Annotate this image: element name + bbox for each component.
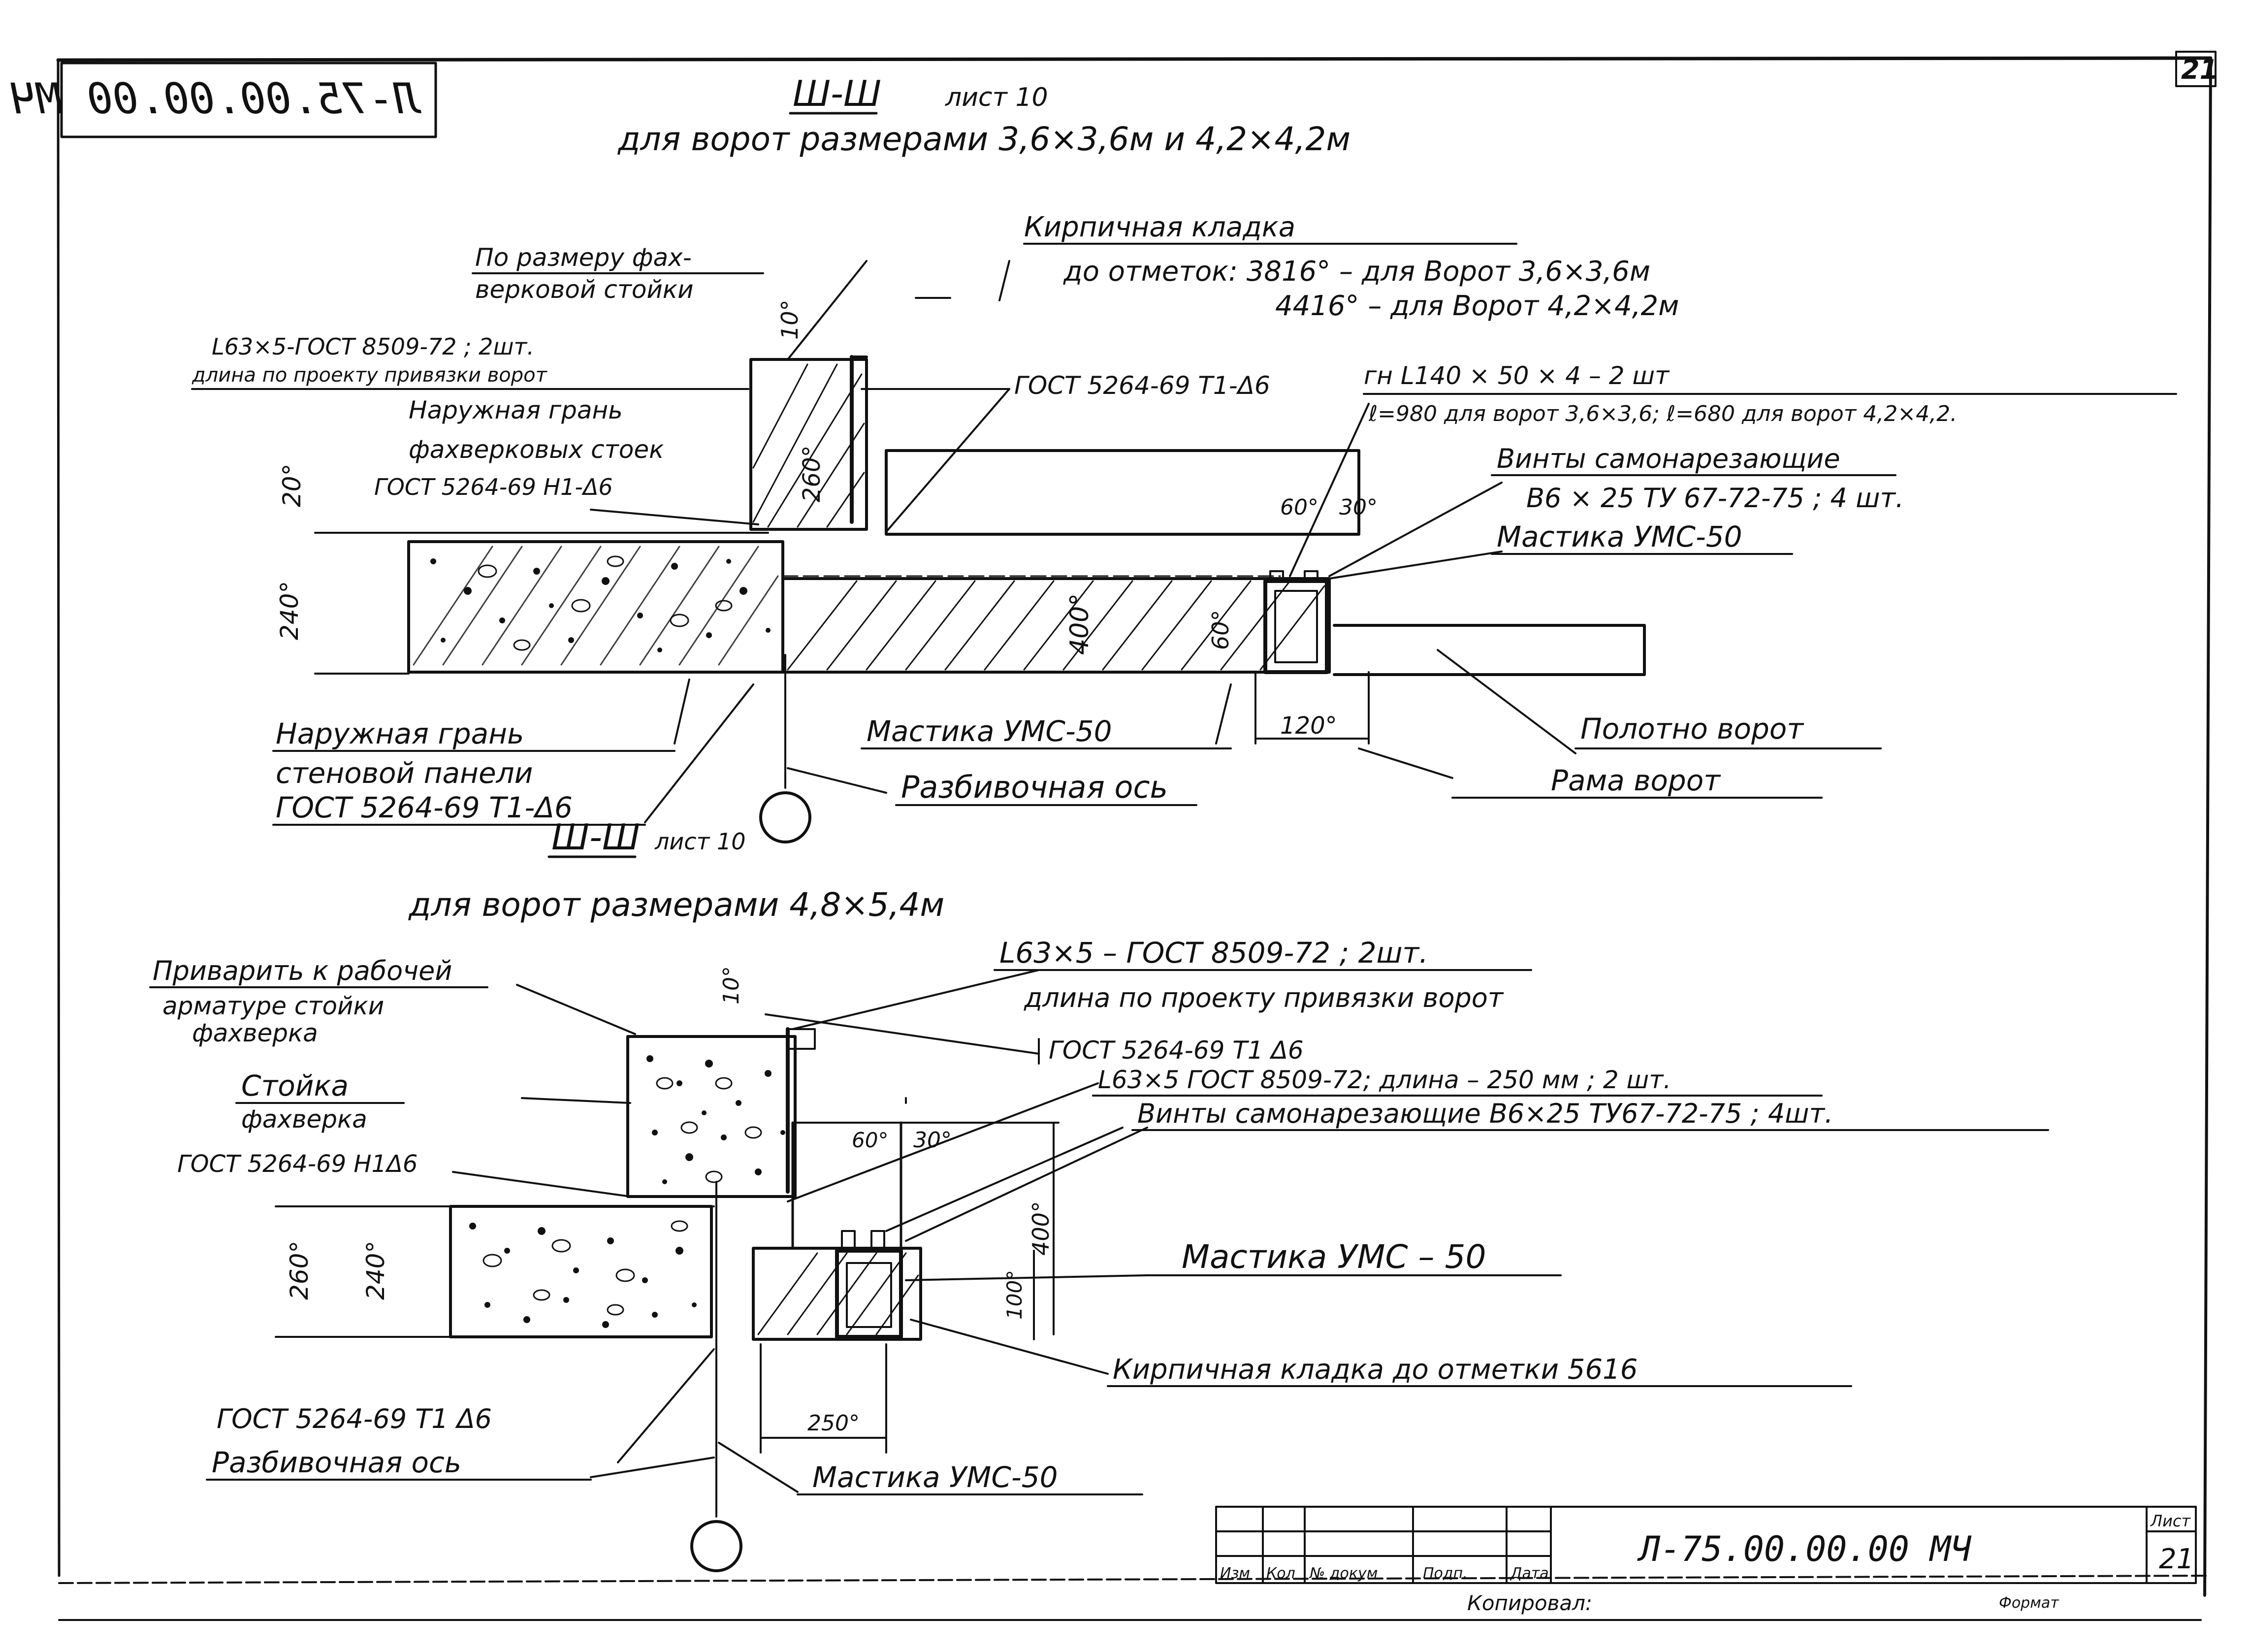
gate-frame — [1263, 570, 1329, 674]
s1-angle-1: L63×5-ГОСТ 8509-72 ; 2шт. — [212, 333, 534, 360]
section-1-sheet-ref: лист 10 — [945, 83, 1048, 112]
s1-dim-30: 30° — [1339, 495, 1378, 520]
section-2-axis-bubble — [690, 1520, 742, 1572]
s2-gost-h1: ГОСТ 5264-69 Н1Δ6 — [177, 1150, 418, 1178]
s1-gost-t1: ГОСТ 5264-69 Т1-Δ6 — [1014, 371, 1270, 400]
s2-angle-1: L63×5 – ГОСТ 8509-72 ; 2шт. — [999, 936, 1428, 970]
s2-gost-t1-bottom: ГОСТ 5264-69 Т1 Δ6 — [217, 1403, 492, 1434]
tb-col-date: Дата — [1510, 1565, 1549, 1582]
s1-screws-2: В6 × 25 ТУ 67-72-75 ; 4 шт. — [1526, 483, 1904, 514]
s1-brickwork-line2: 4416° – для Ворот 4,2×4,2м — [1275, 290, 1679, 322]
tb-col-doc: № докум — [1309, 1565, 1378, 1582]
tb-col-kol: Кол — [1266, 1565, 1295, 1582]
post-4-8 — [626, 1027, 816, 1198]
s2-post-2: фахверка — [241, 1105, 367, 1134]
section-1-leaders — [314, 260, 1576, 823]
s2-layout-axis: Разбивочная ось — [212, 1446, 461, 1479]
s2-weld-to-3: фахверка — [192, 1019, 318, 1047]
s1-mastic-bottom: Мастика УМС-50 — [867, 714, 1112, 748]
s1-layout-axis: Разбивочная ось — [901, 769, 1168, 805]
s1-outer-face-2: фахверковых стоек — [409, 435, 664, 464]
s1-by-size-2: верковой стойки — [475, 275, 694, 304]
section-2-title: Ш-Ш — [551, 816, 640, 858]
section-1-title: Ш-Ш — [793, 73, 881, 114]
s2-angle-2: длина по проекту привязки ворот — [1024, 982, 1504, 1013]
tb-col-izm: Изм — [1220, 1565, 1250, 1582]
s1-gate-leaf: Полотно ворот — [1580, 712, 1804, 745]
s1-panel-face-3: ГОСТ 5264-69 Т1-Δ6 — [276, 791, 573, 824]
s1-dim-120: 120° — [1280, 712, 1337, 740]
fachwerk-post — [749, 355, 868, 531]
s1-dim-20: 20° — [278, 463, 306, 507]
section-1-subtitle: для ворот размерами 3,6×3,6м и 4,2×4,2м — [617, 120, 1350, 158]
tb-sheet-label: Лист — [2150, 1512, 2191, 1530]
s1-mastic-right: Мастика УМС-50 — [1497, 520, 1742, 553]
tb-sheet-number: 21 — [2159, 1543, 2194, 1575]
s2-mastic-right: Мастика УМС – 50 — [1182, 1238, 1486, 1276]
s2-weld-to-1: Приварить к рабочей — [153, 955, 452, 986]
s1-dim-400: 400° — [1065, 593, 1094, 655]
s1-brickwork-title: Кирпичная кладка — [1024, 211, 1295, 243]
s1-dim-260: 260° — [798, 445, 826, 502]
s2-dim-10: 10° — [719, 966, 744, 1004]
s2-dim-400: 400° — [1028, 1201, 1054, 1256]
s1-screws-1: Винты самонарезающие — [1497, 443, 1840, 474]
s2-screws: Винты самонарезающие В6×25 ТУ67-72-75 ; … — [1137, 1098, 1833, 1129]
s1-dim-60b: 60° — [1207, 610, 1234, 650]
s1-angle-2: длина по проекту привязки ворот — [192, 364, 548, 387]
s1-panel-face-1: Наружная грань — [276, 717, 524, 750]
s2-dim-260: 260° — [285, 1241, 314, 1300]
section-1-axis-bubble — [759, 791, 811, 843]
section-2-sheet-ref: лист 10 — [654, 828, 746, 855]
s2-dim-250: 250° — [807, 1411, 860, 1436]
s1-panel-face-2: стеновой панели — [276, 756, 533, 790]
tb-copied-by: Копировал: — [1467, 1591, 1592, 1615]
gate-leaf — [1333, 624, 1646, 676]
s1-gost-h1: ГОСТ 5264-69 Н1-Δ6 — [374, 474, 613, 500]
s1-brickwork-line1: до отметок: 3816° – для Ворот 3,6×3,6м — [1063, 256, 1650, 288]
gate-frame-2 — [835, 1230, 903, 1339]
title-block: Изм Кол № докум Подп. Дата Л-75.00.00.00… — [1215, 1506, 2197, 1615]
s1-dim-240: 240° — [275, 581, 304, 640]
s1-bent-angle-1: гн L140 × 50 × 4 – 2 шт — [1364, 361, 1670, 390]
top-sheet-number-text: 21 — [2181, 54, 2218, 85]
tb-doc-code: Л-75.00.00.00 МЧ — [1637, 1529, 1972, 1569]
wall-panel-2 — [449, 1205, 713, 1338]
s2-gost-t1-top: ГОСТ 5264-69 Т1 Δ6 — [1049, 1036, 1304, 1065]
s2-angle-250: L63×5 ГОСТ 8509-72; длина – 250 мм ; 2 ш… — [1098, 1066, 1671, 1094]
s2-weld-to-2: арматуре стойки — [162, 992, 384, 1020]
wall-panel — [407, 540, 784, 674]
s1-by-size-1: По размеру фах- — [475, 243, 692, 272]
top-stamp: Л-75.00.00.00 МЧ — [10, 62, 437, 138]
section-1: Ш-Ш лист 10 для ворот размерами 3,6×3,6м… — [191, 73, 2177, 843]
tb-format: Формат — [1999, 1594, 2059, 1612]
s2-mastic-bottom: Мастика УМС-50 — [812, 1460, 1058, 1494]
s1-dim-60a: 60° — [1280, 495, 1318, 520]
s1-outer-face-1: Наружная грань — [409, 396, 623, 424]
s2-dim-240: 240° — [361, 1241, 390, 1300]
section-2-subtitle: для ворот размерами 4,8×5,4м — [408, 886, 944, 924]
brickwork — [781, 449, 1360, 674]
s2-post-1: Стойка — [241, 1069, 349, 1102]
section-2-leaders — [275, 969, 1148, 1518]
section-2: Ш-Ш лист 10 для ворот размерами 4,8×5,4м — [149, 816, 2049, 1572]
tb-col-sign: Подп. — [1423, 1565, 1468, 1582]
s1-bent-angle-2: ℓ=980 для ворот 3,6×3,6; ℓ=680 для ворот… — [1368, 401, 1957, 426]
s1-dim-10: 10° — [776, 299, 803, 340]
s1-gate-frame: Рама ворот — [1551, 764, 1721, 797]
s2-dim-60: 60° — [852, 1128, 888, 1152]
top-sheet-number: 21 — [2175, 51, 2218, 87]
s2-dim-30: 30° — [913, 1128, 952, 1153]
sheet-frame — [56, 56, 2213, 1621]
top-stamp-code: Л-75.00.00.00 МЧ — [10, 74, 421, 124]
s2-dim-100: 100° — [1002, 1270, 1027, 1320]
s2-brickwork: Кирпичная кладка до отметки 5616 — [1113, 1354, 1638, 1386]
